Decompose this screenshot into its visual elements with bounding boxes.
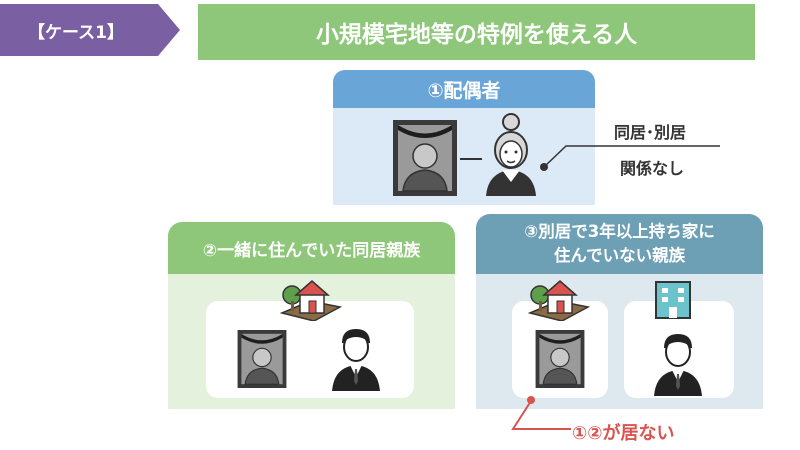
spouse-panel-header: ①配偶者 [333, 70, 595, 108]
note-text: ①②が居ない [572, 423, 675, 444]
cohabiting-panel-header: ②一緒に住んでいた同居親族 [168, 222, 455, 274]
separate-panel-header: ③別居で3年以上持ち家に 住んでいない親族 [476, 214, 763, 274]
page-title: 小規模宅地等の特例を使える人 [198, 4, 755, 60]
case-label: 【ケース1】 [0, 4, 180, 56]
house-icon [280, 277, 342, 321]
deceased-portrait-icon [393, 120, 457, 196]
relation-text-1: 同居･別居 [614, 123, 687, 142]
note-callout-line [511, 400, 571, 430]
businessman-icon [330, 325, 382, 391]
deceased-portrait-icon [535, 330, 585, 388]
note-callout-dot [527, 396, 535, 404]
elderly-woman-icon [482, 112, 540, 196]
house-icon [528, 277, 590, 321]
separate-panel-label-2: 住んでいない親族 [553, 246, 686, 265]
apartment-building-icon [654, 280, 692, 320]
relation-text-2: 関係なし [620, 159, 685, 178]
connector-line [460, 158, 482, 160]
spouse-panel-body [333, 108, 595, 205]
deceased-portrait-icon [237, 330, 287, 388]
callout-line [544, 145, 720, 168]
separate-panel-label-1: ③別居で3年以上持ち家に [524, 222, 715, 241]
businessman-icon [652, 330, 704, 396]
